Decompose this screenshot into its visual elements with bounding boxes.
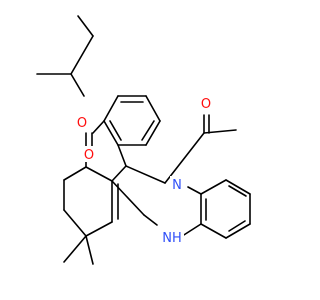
atom-label-bg [160,229,184,245]
bond [85,235,94,265]
bond [70,73,85,97]
bond [111,180,145,216]
atom-label-bg [170,176,184,192]
bond [125,165,166,184]
bond [143,214,158,226]
bond [187,186,202,195]
atom-label-bg [75,114,89,130]
bond [109,120,122,141]
bond [141,120,155,141]
atom-label-bg [82,146,96,162]
bond [164,132,205,184]
molecule-structure: O O O N NH [36,15,251,265]
amine-nh-label: NH [162,231,182,246]
bond [117,144,127,167]
bond [103,120,119,146]
bond [92,120,105,134]
bond [225,179,251,195]
bond [228,185,247,197]
atom-labels: O O O N NH [75,95,213,246]
bond [200,179,227,195]
bond [63,166,87,181]
acetyl-oxygen-label: O [201,97,211,112]
bond [200,223,227,239]
ether-oxygen-label: O [77,116,87,131]
atom-label-bg [199,95,213,111]
bond [85,166,113,182]
bond [203,129,237,134]
bond [77,15,94,37]
bond [63,235,87,263]
bond [70,35,94,75]
bond [63,209,87,237]
bond [85,221,113,237]
bond [111,165,127,182]
bond [228,220,246,232]
acetyl-nitrogen-label: N [172,178,182,193]
ketone-oxygen-label: O [84,148,94,163]
bond [145,95,161,122]
bonds [36,15,251,265]
bond [225,223,251,239]
bond [145,120,161,146]
bond [103,95,119,122]
